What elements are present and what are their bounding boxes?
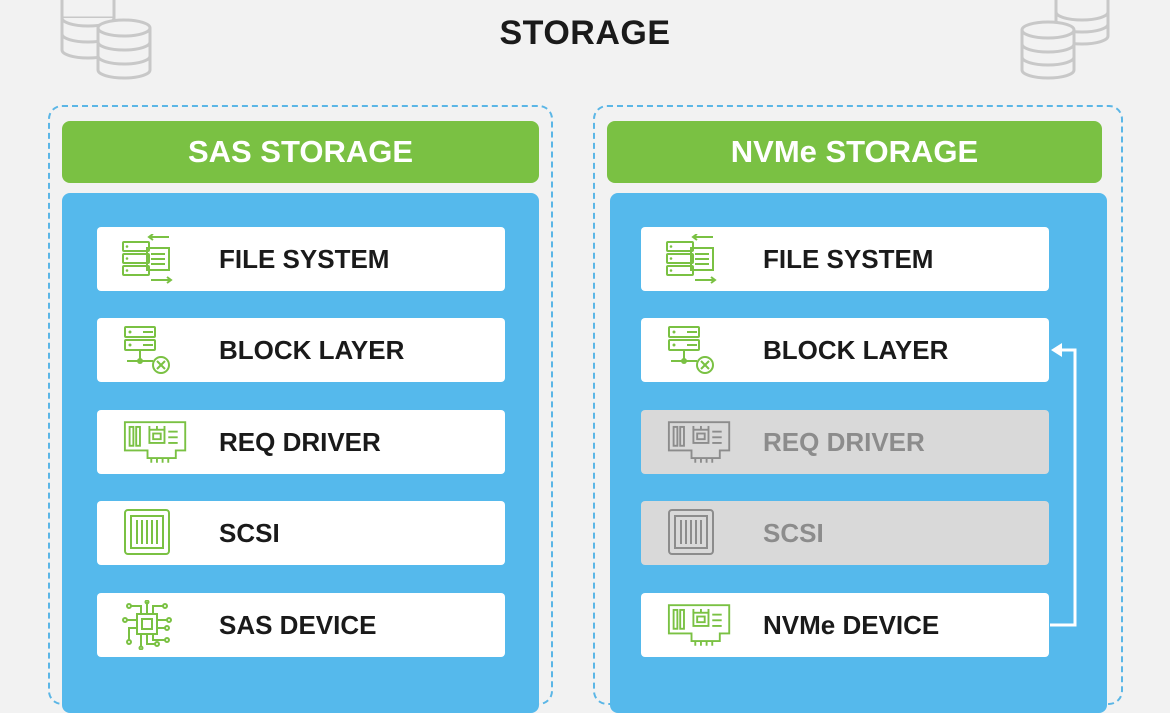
circuit-chip-icon bbox=[122, 600, 172, 650]
column-header: SAS STORAGE bbox=[62, 121, 539, 183]
layer-label: NVMe DEVICE bbox=[763, 610, 940, 640]
block-layer-icon bbox=[668, 326, 714, 374]
driver-card-icon bbox=[123, 421, 187, 463]
driver-card-icon bbox=[667, 421, 731, 463]
layer-sas-device: SAS DEVICE bbox=[97, 593, 505, 657]
layer-file-system: FILE SYSTEM bbox=[641, 227, 1049, 291]
layer-req-driver: REQ DRIVER bbox=[97, 410, 505, 474]
database-icon bbox=[60, 0, 152, 80]
scsi-chip-icon bbox=[668, 509, 714, 555]
layer-scsi: SCSI bbox=[97, 501, 505, 565]
layer-label: REQ DRIVER bbox=[763, 427, 925, 457]
layer-label: FILE SYSTEM bbox=[219, 244, 390, 274]
layer-scsi: SCSI bbox=[641, 501, 1049, 565]
layer-block-layer: BLOCK LAYER bbox=[97, 318, 505, 382]
layer-label: SAS DEVICE bbox=[219, 610, 377, 640]
layer-label: SCSI bbox=[763, 518, 824, 548]
layer-block-layer: BLOCK LAYER bbox=[641, 318, 1049, 382]
block-layer-icon bbox=[124, 326, 170, 374]
layer-file-system: FILE SYSTEM bbox=[97, 227, 505, 291]
file-system-icon bbox=[666, 234, 717, 284]
scsi-chip-icon bbox=[124, 509, 170, 555]
layer-label: FILE SYSTEM bbox=[763, 244, 934, 274]
layer-req-driver: REQ DRIVER bbox=[641, 410, 1049, 474]
layer-label: REQ DRIVER bbox=[219, 427, 381, 457]
layer-nvme-device: NVMe DEVICE bbox=[641, 593, 1049, 657]
column-header: NVMe STORAGE bbox=[607, 121, 1102, 183]
page-title: STORAGE bbox=[499, 14, 671, 52]
database-icon bbox=[1020, 0, 1110, 80]
file-system-icon bbox=[122, 234, 173, 284]
layer-label: BLOCK LAYER bbox=[763, 335, 949, 365]
driver-card-icon bbox=[667, 604, 731, 646]
layer-label: SCSI bbox=[219, 518, 280, 548]
layer-label: BLOCK LAYER bbox=[219, 335, 405, 365]
